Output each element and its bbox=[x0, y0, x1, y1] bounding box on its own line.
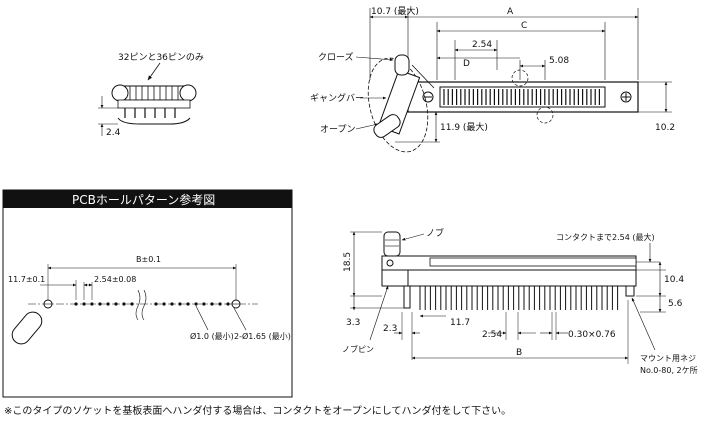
dim-side-b: B bbox=[516, 348, 522, 358]
pcb-hole-small: Ø1.0 (最小) bbox=[190, 331, 234, 341]
pcb-hole bbox=[154, 302, 158, 306]
pcb-hole bbox=[178, 302, 182, 306]
pcb-hole bbox=[106, 302, 110, 306]
dim-side-2-54: 2.54 bbox=[482, 330, 502, 340]
label-contact: コンタクトまで2.54 (最大) bbox=[556, 232, 655, 242]
dim-d: D bbox=[463, 59, 470, 69]
dim-5-6: 5.6 bbox=[668, 299, 683, 309]
label-gang-bar: ギャングバー bbox=[310, 92, 364, 104]
pcb-hole bbox=[90, 302, 94, 306]
top-view: 10.7 (最大) A C 2.54 D 5.08 ク bbox=[310, 5, 675, 153]
label-open: オープン bbox=[320, 124, 355, 135]
dim-10-7: 10.7 (最大) bbox=[371, 5, 419, 17]
pcb-hole bbox=[218, 302, 222, 306]
pcb-hole bbox=[74, 302, 78, 306]
pcb-hole bbox=[130, 302, 134, 306]
pcb-hole bbox=[82, 302, 86, 306]
pin-detail: 32ピンと36ピンのみ 2.4 bbox=[98, 52, 204, 138]
label-knob: ノブ bbox=[426, 227, 444, 239]
footer-note: ※このタイプのソケットを基板表面へハンダ付する場合は、コンタクトをオープンにして… bbox=[4, 406, 512, 417]
dim-5-08: 5.08 bbox=[549, 56, 569, 66]
pin-note: 32ピンと36ピンのみ bbox=[118, 52, 204, 63]
label-close: クローズ bbox=[318, 51, 354, 63]
dim-2-54: 2.54 bbox=[472, 40, 492, 50]
pcb-dim-pitch: 2.54±0.08 bbox=[94, 275, 136, 284]
dim-10-4: 10.4 bbox=[664, 275, 684, 285]
dim-11-9: 11.9 (最大) bbox=[440, 121, 488, 133]
dim-a: A bbox=[507, 7, 514, 17]
pcb-hole bbox=[98, 302, 102, 306]
side-view: ノブ 18.5 3.3 コンタクトまで2.54 (最大) 10.4 5. bbox=[342, 227, 698, 375]
label-mount-2: No.0-80, 2ケ所 bbox=[640, 365, 698, 375]
dim-030-076: 0.30×0.76 bbox=[568, 330, 616, 340]
pcb-hole bbox=[170, 302, 174, 306]
pcb-pattern: PCBホールパターン参考図 B±0.1 11.7±0.1 2.54±0.08 Ø… bbox=[2, 189, 293, 398]
dim-2-3: 2.3 bbox=[383, 324, 397, 334]
pcb-dim-11-7: 11.7±0.1 bbox=[8, 275, 45, 284]
pcb-hole bbox=[210, 302, 214, 306]
pcb-hole bbox=[122, 302, 126, 306]
label-knob-pin: ノブピン bbox=[342, 344, 374, 354]
dim-c: C bbox=[521, 21, 527, 31]
dim-2-4: 2.4 bbox=[106, 128, 121, 138]
dim-18-5: 18.5 bbox=[343, 252, 353, 272]
pcb-hole bbox=[186, 302, 190, 306]
pcb-hole bbox=[114, 302, 118, 306]
pcb-hole-large: 2-Ø1.65 (最小) bbox=[234, 331, 291, 341]
pcb-hole bbox=[226, 302, 230, 306]
pcb-hole bbox=[202, 302, 206, 306]
label-mount-1: マウント用ネジ bbox=[640, 354, 696, 363]
pcb-dim-b: B±0.1 bbox=[136, 255, 161, 264]
dim-10-2: 10.2 bbox=[655, 123, 675, 133]
dim-3-3: 3.3 bbox=[346, 318, 360, 328]
pcb-title: PCBホールパターン参考図 bbox=[72, 192, 215, 207]
pcb-hole bbox=[162, 302, 166, 306]
dim-side-11-7: 11.7 bbox=[450, 318, 470, 328]
pcb-hole bbox=[194, 302, 198, 306]
